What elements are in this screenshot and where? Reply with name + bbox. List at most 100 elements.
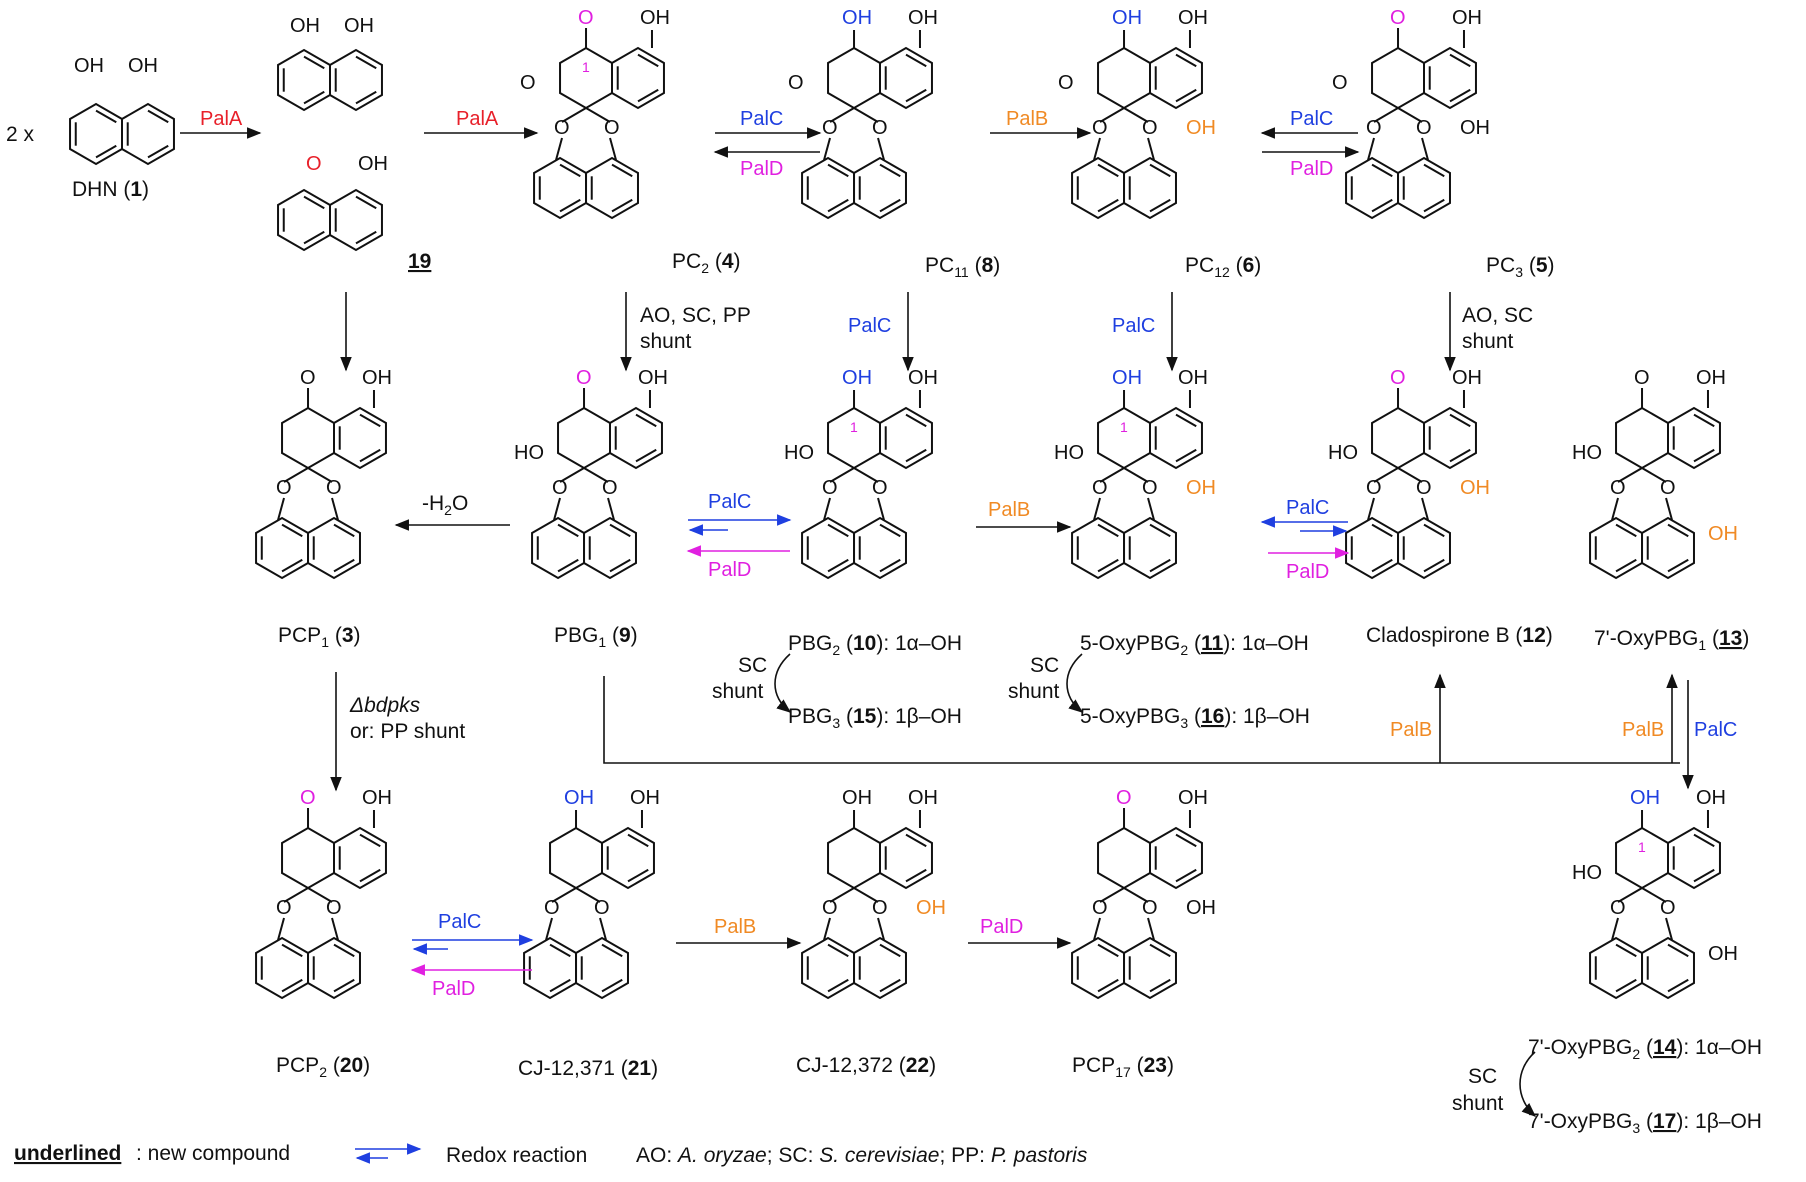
double-bond [1449,53,1471,68]
double-bond [95,144,117,159]
cond-sc-1: SC [738,654,767,677]
oxygen-atom: O [594,897,610,919]
double-bond [559,163,581,178]
label-pbg3: PBG3 (15): 1β–OH [788,705,962,731]
oxygen-atom: O [872,117,888,139]
hydroxyl-group: OH [842,787,872,809]
double-bond [359,833,381,848]
double-bond [1449,448,1471,463]
bond-o-naph [555,137,563,161]
double-bond [1449,413,1471,428]
bond-o1 [829,107,855,123]
bond-o2 [1397,107,1423,123]
oxygen-atom: O [1092,117,1108,139]
hydroxyl-group: OH [1178,787,1208,809]
double-bond [1667,523,1689,538]
naphthalene-ring-right [853,516,907,580]
enzyme-palc-down-6: PalC [1112,315,1155,337]
oxygen-atom: O [1366,477,1382,499]
double-bond [1097,198,1119,213]
oxygen-atom: O [326,477,342,499]
double-bond [905,448,927,463]
ketone-oxygen: O [1390,7,1406,29]
hydroxyl-group: OH [842,7,872,29]
naphthalene-ring-right [1641,936,1695,1000]
bond-o-naph [1421,497,1429,521]
position-1: 1 [1120,419,1128,435]
hydroxyl-group: OH [908,367,938,389]
double-bond [333,523,355,538]
double-bond [355,195,377,210]
bond-o-naph [823,917,831,941]
label-pcp1: PCP1 (3) [278,624,361,650]
double-bond [359,413,381,428]
epoxide-oxygen: O [1058,72,1074,94]
naphthalene-ring-right [1123,156,1177,220]
ring-aromatic [609,406,663,470]
naphthalene-ring-right [1397,516,1451,580]
bond-o2 [853,107,879,123]
oxygen-atom: O [822,477,838,499]
cond-delta-bdpks: Δbdpks [349,694,421,717]
cond-ao-sc-pp: AO, SC, PP [640,304,751,327]
naphthalene-ring-left [1071,156,1126,220]
ring-left [1097,826,1151,890]
enzyme-palb-up-13: PalB [1622,719,1664,741]
double-bond [281,523,303,538]
cond-shunt-2: shunt [1008,680,1060,703]
enzyme-palc-down-8: PalC [848,315,891,337]
ring-aromatic [1423,46,1477,110]
condition-labels: 2 x AO, SC, PP shunt AO, SC shunt -H2O Δ… [6,123,1533,1115]
ring-aromatic [611,46,665,110]
bond-o-naph [877,497,885,521]
oxygen-atom: O [1416,117,1432,139]
label-19: 19 [408,250,431,273]
double-bond [1371,198,1393,213]
prefix-2x: 2 x [6,123,35,146]
double-bond [1667,978,1689,993]
oxygen-atom: O [1092,897,1108,919]
legend: underlined : new compound Redox reaction… [14,1142,1088,1167]
ring-aromatic [333,406,387,470]
label-pcp17: PCP17 (23) [1072,1054,1174,1080]
oxygen-atom: O [872,897,888,919]
hydroxyl-group: OH [908,787,938,809]
enzyme-palc-pcp2: PalC [438,911,481,933]
ketone-oxygen: O [1116,787,1132,809]
ring-left [281,406,335,470]
label-pbg1: PBG1 (9) [554,624,638,650]
bond-o-naph [331,917,339,941]
double-bond [1615,523,1637,538]
double-bond [1175,413,1197,428]
double-bond [1693,448,1715,463]
double-bond [879,198,901,213]
naphthalene-ring-left [1345,156,1400,220]
bond-o-naph [599,917,607,941]
hydroxyl-group: HO [514,442,544,464]
enzyme-palc-pc2: PalC [740,108,783,130]
double-bond [1149,978,1171,993]
naphthalene-ring-left [531,516,586,580]
double-bond [635,413,657,428]
oxygen-atom: O [1366,117,1382,139]
bond-o2 [1123,107,1149,123]
oxygen-atom: O [602,477,618,499]
label-pc11: PC11 (8) [925,254,1000,280]
bond-o-naph [1147,917,1155,941]
naphthalene-ring-left [255,516,310,580]
ketone-oxygen: O [576,367,592,389]
ring-left [549,826,603,890]
bond-o2 [1397,467,1423,483]
legend-organisms: AO: A. oryzae; SC: S. cerevisiae; PP: P.… [636,1144,1088,1167]
double-bond [827,523,849,538]
double-bond [1175,833,1197,848]
double-bond [1423,198,1445,213]
double-bond [1371,163,1393,178]
naphthalene-ring-right [329,48,383,112]
